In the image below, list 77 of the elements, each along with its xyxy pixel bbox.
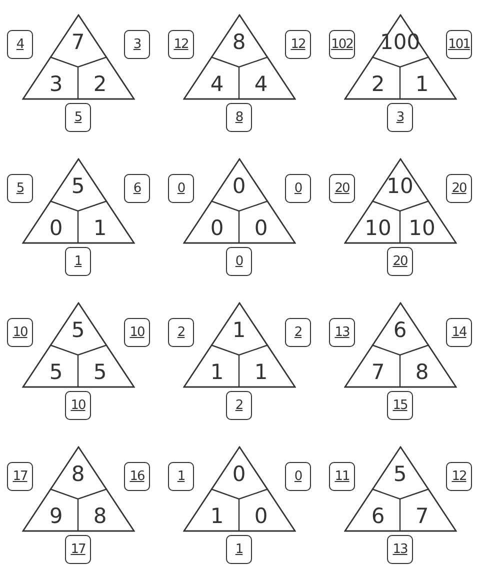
section-number: 0 [241,216,281,240]
section-number: 0 [241,504,281,528]
section-number: 8 [80,504,120,528]
section-number: 3 [36,72,76,96]
answer-box: 10 [124,318,150,347]
answer-box: 12 [285,30,311,59]
section-number: 1 [402,72,442,96]
section-number: 1 [197,504,237,528]
section-number: 10 [358,216,398,240]
section-number: 2 [80,72,120,96]
top-number: 8 [219,30,259,54]
triangle-shape [183,158,296,244]
section-number: 2 [358,72,398,96]
section-number: 1 [80,216,120,240]
section-number: 7 [402,504,442,528]
top-number: 1 [219,318,259,342]
top-number: 5 [58,318,98,342]
answer-box: 17 [65,535,91,564]
top-number: 0 [219,174,259,198]
section-number: 5 [36,360,76,384]
top-number: 5 [58,174,98,198]
top-number: 100 [380,30,420,54]
answer-box: 0 [285,174,311,203]
answer-box: 20 [446,174,472,203]
answer-box: 2 [285,318,311,347]
section-number: 1 [197,360,237,384]
answer-box: 8 [226,103,252,132]
answer-box: 6 [124,174,150,203]
section-number: 9 [36,504,76,528]
answer-box: 13 [329,318,355,347]
answer-box: 13 [387,535,413,564]
top-number: 10 [380,174,420,198]
answer-box: 20 [387,247,413,276]
section-number: 4 [197,72,237,96]
answer-box: 5 [65,103,91,132]
answer-box: 2 [226,391,252,420]
section-number: 6 [358,504,398,528]
answer-box: 3 [124,30,150,59]
section-number: 5 [80,360,120,384]
answer-box: 2 [168,318,194,347]
answer-box: 17 [7,462,33,491]
triangle-shape [22,14,135,100]
section-number: 10 [402,216,442,240]
answer-box: 1 [65,247,91,276]
answer-box: 101 [446,30,472,59]
section-number: 1 [241,360,281,384]
triangle-shape [22,158,135,244]
answer-box: 0 [168,174,194,203]
triangle-shape [183,302,296,388]
answer-box: 20 [329,174,355,203]
top-number: 0 [219,462,259,486]
answer-box: 1 [226,535,252,564]
answer-box: 0 [226,247,252,276]
section-number: 4 [241,72,281,96]
top-number: 5 [380,462,420,486]
answer-box: 1 [168,462,194,491]
top-number: 6 [380,318,420,342]
answer-box: 12 [446,462,472,491]
answer-box: 10 [7,318,33,347]
section-number: 8 [402,360,442,384]
answer-box: 12 [168,30,194,59]
section-number: 0 [36,216,76,240]
answer-box: 14 [446,318,472,347]
top-number: 7 [58,30,98,54]
answer-box: 3 [387,103,413,132]
top-number: 8 [58,462,98,486]
answer-box: 10 [65,391,91,420]
answer-box: 11 [329,462,355,491]
section-number: 7 [358,360,398,384]
section-number: 0 [197,216,237,240]
answer-box: 0 [285,462,311,491]
answer-box: 16 [124,462,150,491]
triangle-shape [183,446,296,532]
answer-box: 5 [7,174,33,203]
answer-box: 15 [387,391,413,420]
answer-box: 102 [329,30,355,59]
answer-box: 4 [7,30,33,59]
